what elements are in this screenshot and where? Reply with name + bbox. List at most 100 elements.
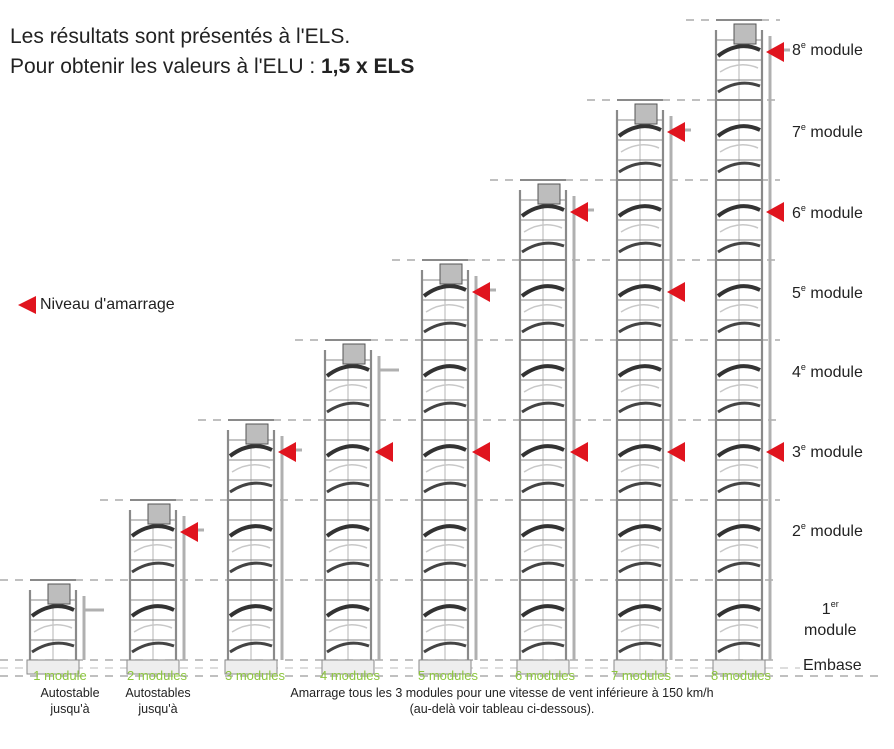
tower-stair-flight: [617, 444, 662, 458]
tower-stair-flight: [716, 444, 761, 458]
tower-stair-flight: [520, 444, 565, 458]
tower-brace: [620, 624, 660, 633]
header-line-2-prefix: Pour obtenir les valeurs à l'ELU :: [10, 55, 321, 78]
embase-label: Embase: [803, 657, 862, 674]
tower-stair-flight: [716, 604, 761, 618]
tower-stair-flight: [716, 284, 761, 298]
anchor-marker: [278, 442, 296, 462]
header-line-2: Pour obtenir les valeurs à l'ELU : 1,5 x…: [10, 52, 414, 82]
tower-stair-flight: [521, 481, 565, 494]
tower-brace: [425, 624, 465, 633]
anchor-marker: [667, 282, 685, 302]
anchor-marker: [766, 202, 784, 222]
module-label-7: 7e module: [792, 122, 863, 141]
tower-stair-flight: [326, 561, 370, 574]
tower-cabin: [537, 183, 561, 205]
tower-brace: [719, 304, 759, 313]
level-dashed-lines: [0, 19, 882, 677]
tower-stair-flight: [717, 161, 761, 174]
tower-brace: [523, 624, 563, 633]
tower-brace: [620, 144, 660, 153]
tower-stair-flight: [228, 524, 273, 538]
tower-stair-flight: [325, 364, 370, 378]
anchor-marker: [472, 282, 490, 302]
tower-brace: [719, 384, 759, 393]
tower-cabin: [439, 263, 463, 285]
tower-cabin: [342, 343, 366, 365]
scaffold-tower-1: [26, 579, 104, 675]
tower-stair-flight: [717, 81, 761, 94]
tower-stair-flight: [716, 364, 761, 378]
tower-stair-flight: [617, 284, 662, 298]
tower-brace: [133, 544, 173, 553]
scaffold-tower-6: [516, 179, 594, 675]
tower-5-label: 5 modules: [418, 668, 478, 683]
tower-stair-flight: [717, 401, 761, 414]
tower-stair-flight: [520, 364, 565, 378]
tower-brace: [719, 464, 759, 473]
tower-cabin: [147, 503, 171, 525]
tower-stair-flight: [423, 321, 467, 334]
tower-stair-flight: [617, 124, 662, 138]
tower-stair-flight: [716, 124, 761, 138]
tower-stair-flight: [618, 641, 662, 654]
note-autostables: Autostables jusqu'à: [125, 686, 191, 716]
module-label-4: 4e module: [792, 362, 863, 381]
anchor-marker: [766, 442, 784, 462]
module-label-2: 2e module: [792, 521, 863, 540]
tower-brace: [719, 144, 759, 153]
tower-stair-flight: [617, 524, 662, 538]
anchor-triangle-icon: [18, 296, 36, 314]
tower-stair-flight: [717, 481, 761, 494]
tower-stair-flight: [618, 481, 662, 494]
tower-stair-flight: [131, 561, 175, 574]
tower-stair-flight: [229, 481, 273, 494]
tower-stair-flight: [325, 524, 370, 538]
tower-stair-flight: [521, 241, 565, 254]
tower-brace: [620, 304, 660, 313]
tower-stair-flight: [520, 284, 565, 298]
tower-stair-flight: [717, 641, 761, 654]
tower-brace: [620, 464, 660, 473]
tower-brace: [523, 384, 563, 393]
tower-2-label: 2 modules: [127, 668, 187, 683]
tower-brace: [328, 464, 368, 473]
note-amarrage: Amarrage tous les 3 modules pour une vit…: [290, 686, 714, 716]
tower-brace: [33, 624, 73, 633]
tower-brace: [719, 624, 759, 633]
tower-stair-flight: [617, 604, 662, 618]
header-line-1: Les résultats sont présentés à l'ELS.: [10, 25, 351, 48]
tower-stair-flight: [325, 444, 370, 458]
anchor-marker: [570, 202, 588, 222]
tower-brace: [328, 544, 368, 553]
anchor-marker: [375, 442, 393, 462]
tower-stair-flight: [228, 604, 273, 618]
scaffold-tower-4: [321, 339, 399, 675]
tower-brace: [328, 624, 368, 633]
tower-stair-flight: [423, 481, 467, 494]
tower-stair-flight: [618, 561, 662, 574]
tower-stair-flight: [423, 561, 467, 574]
anchor-marker: [766, 42, 784, 62]
tower-cabin: [245, 423, 269, 445]
tower-stair-flight: [422, 604, 467, 618]
tower-3-label: 3 modules: [225, 668, 285, 683]
scaffold-tower-3: [224, 419, 302, 675]
tower-stair-flight: [717, 561, 761, 574]
tower-stair-flight: [326, 481, 370, 494]
tower-stair-flight: [717, 241, 761, 254]
legend: Niveau d'amarrage: [18, 296, 175, 314]
tower-cabin: [733, 23, 757, 45]
tower-stair-flight: [422, 524, 467, 538]
anchor-marker: [570, 442, 588, 462]
tower-stair-flight: [520, 604, 565, 618]
tower-1-label: 1 module: [33, 668, 87, 683]
tower-7-label: 7 modules: [611, 668, 671, 683]
tower-stair-flight: [30, 604, 75, 618]
tower-brace: [719, 224, 759, 233]
tower-stair-flight: [521, 401, 565, 414]
header-line-2-bold: 1,5 x ELS: [321, 55, 415, 78]
tower-stair-flight: [618, 321, 662, 334]
